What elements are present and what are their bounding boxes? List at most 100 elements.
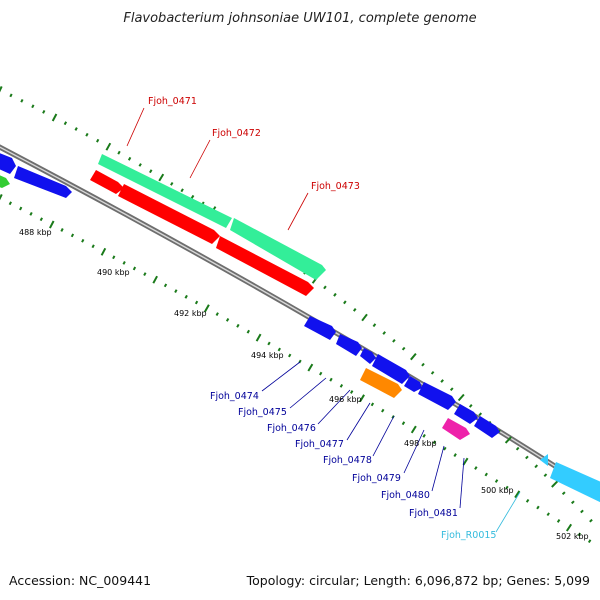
kbp-label-group: 488 kbp 490 kbp 492 kbp 494 kbp 496 kbp … — [19, 228, 589, 541]
outer-major-tick — [457, 393, 465, 402]
gene-features — [0, 153, 600, 503]
outer-minor-tick — [333, 292, 337, 297]
outer-minor-tick — [534, 464, 539, 469]
outer-minor-tick — [543, 473, 548, 478]
label-fjoh-0474: Fjoh_0474 — [210, 391, 259, 402]
callout-fjoh-0473 — [287, 192, 309, 231]
gene-arrow-left-edge-blue — [0, 153, 16, 174]
inner-minor-tick — [288, 353, 292, 358]
callout-fjoh-0471 — [126, 107, 145, 147]
gene-arrow-fjoh-0471-red — [90, 170, 124, 194]
inner-major-tick — [565, 523, 573, 532]
inner-minor-tick — [19, 206, 23, 211]
inner-minor-tick — [329, 377, 333, 382]
outer-tick-ring — [0, 85, 593, 523]
inner-minor-tick — [194, 300, 199, 305]
outer-minor-tick — [42, 109, 46, 114]
gene-label-group: Fjoh_0471 Fjoh_0472 Fjoh_0473 Fjoh_0474 … — [148, 96, 496, 541]
outer-minor-tick — [323, 285, 327, 290]
outer-minor-tick — [96, 138, 100, 143]
label-fjoh-0476: Fjoh_0476 — [267, 423, 316, 434]
inner-minor-tick — [484, 472, 488, 477]
gene-arrow-fjoh-0472-red — [118, 184, 220, 244]
outer-major-tick — [551, 480, 559, 488]
kbp-label-498: 498 kbp — [404, 439, 437, 448]
outer-minor-tick — [468, 404, 473, 408]
outer-minor-tick — [190, 194, 195, 199]
kbp-label-496: 496 kbp — [329, 395, 362, 404]
outer-minor-tick — [117, 150, 121, 155]
inner-minor-tick — [91, 244, 95, 249]
label-fjoh-0475: Fjoh_0475 — [238, 407, 287, 418]
gene-arrow-fjoh-0478 — [404, 376, 422, 392]
outer-minor-tick — [401, 346, 406, 351]
gene-arrow-magenta — [442, 418, 470, 440]
inner-tick-ring — [0, 193, 592, 544]
map-title: Flavobacterium johnsoniae UW101, complet… — [123, 11, 476, 26]
callout-fjoh-0472 — [189, 139, 211, 179]
gene-arrow-fjoh-0479 — [418, 382, 456, 410]
inner-minor-tick — [350, 390, 354, 394]
outer-minor-tick — [31, 104, 35, 109]
outer-major-tick — [410, 352, 417, 361]
inner-major-tick — [152, 275, 158, 284]
inner-minor-tick — [525, 498, 530, 503]
inner-minor-tick — [536, 505, 540, 510]
label-fjoh-r0015: Fjoh_R0015 — [441, 530, 496, 541]
label-fjoh-0472: Fjoh_0472 — [212, 128, 261, 139]
kbp-label-502: 502 kbp — [556, 532, 589, 541]
gene-arrow-fjoh-0480 — [454, 404, 478, 424]
inner-major-tick — [204, 304, 210, 313]
inner-minor-tick — [29, 211, 33, 216]
callout-fjoh-0475 — [289, 377, 327, 409]
inner-minor-tick — [267, 341, 271, 346]
gene-arrow-fjoh-0473-red — [216, 236, 314, 296]
inner-major-tick — [410, 425, 417, 434]
accession-text: Accession: NC_009441 — [9, 573, 151, 588]
inner-minor-tick — [432, 440, 437, 445]
gene-arrow-fjoh-0475 — [336, 334, 362, 356]
inner-minor-tick — [546, 512, 550, 517]
callout-fjoh-0478 — [372, 415, 395, 457]
inner-minor-tick — [184, 294, 188, 299]
outer-minor-tick — [421, 362, 425, 367]
kbp-label-500: 500 kbp — [481, 486, 514, 495]
callout-lines — [126, 107, 521, 533]
inner-minor-tick — [112, 255, 116, 260]
outer-minor-tick — [372, 323, 377, 328]
outer-minor-tick — [343, 300, 347, 305]
gene-arrow-left-edge-green — [0, 175, 10, 188]
inner-minor-tick — [474, 466, 478, 470]
topology-stats-text: Topology: circular; Length: 6,096,872 bp… — [246, 573, 590, 588]
outer-major-tick — [51, 113, 58, 122]
gene-arrow-left-blue — [14, 166, 72, 198]
outer-minor-tick — [63, 121, 68, 126]
kbp-label-492: 492 kbp — [174, 309, 207, 318]
gene-arrow-orange — [360, 368, 402, 398]
inner-minor-tick — [453, 453, 457, 458]
outer-major-tick — [105, 142, 112, 151]
outer-minor-tick — [138, 163, 142, 167]
outer-major-tick — [0, 85, 3, 93]
inner-major-tick — [0, 193, 3, 201]
kbp-label-494: 494 kbp — [251, 351, 284, 360]
inner-minor-tick — [163, 283, 168, 288]
inner-minor-tick — [401, 421, 406, 426]
rna-arrow-fjoh-r0015-head — [540, 454, 548, 466]
inner-minor-tick — [70, 233, 75, 238]
inner-major-tick — [100, 247, 107, 256]
callout-fjoh-0479 — [403, 429, 425, 474]
inner-minor-tick — [422, 433, 426, 438]
inner-minor-tick — [277, 347, 281, 352]
outer-minor-tick — [85, 132, 89, 137]
inner-minor-tick — [60, 228, 64, 232]
label-fjoh-0477: Fjoh_0477 — [295, 439, 344, 450]
outer-major-tick — [158, 173, 165, 182]
label-fjoh-0479: Fjoh_0479 — [352, 473, 401, 484]
inner-minor-tick — [225, 318, 230, 322]
outer-minor-tick — [74, 127, 78, 131]
outer-minor-tick — [392, 338, 396, 343]
inner-minor-tick — [370, 402, 375, 407]
inner-major-tick — [307, 363, 314, 372]
